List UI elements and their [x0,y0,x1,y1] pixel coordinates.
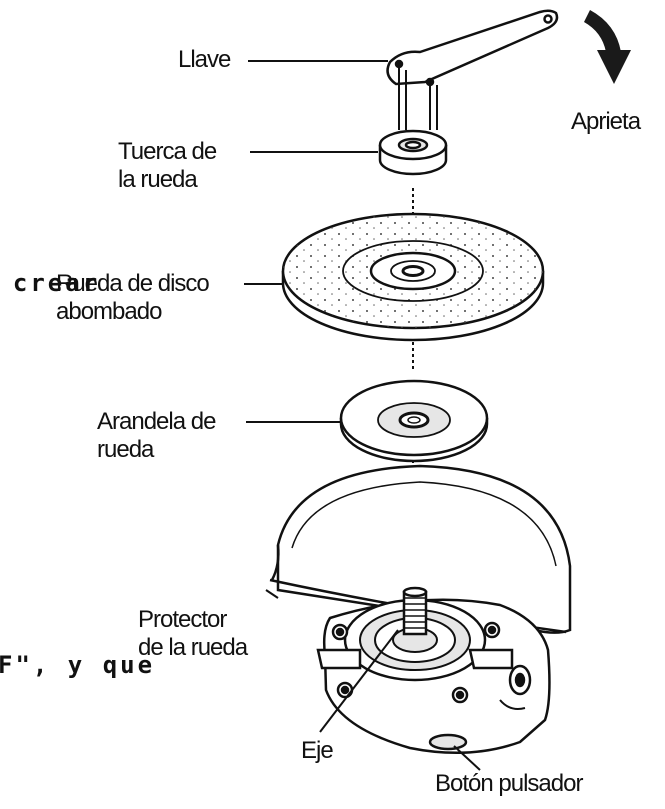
label-aprieta: Aprieta [571,108,641,135]
label-tuerca-line2: la rueda [118,166,198,193]
grinder-head [316,586,551,755]
wheel-nut [378,129,448,176]
label-eje: Eje [301,737,334,764]
rotation-arrow-icon [584,10,631,84]
wheel-washer [339,379,489,463]
depressed-center-wheel [281,212,545,342]
wrench-pins [398,67,438,130]
label-arandela-line1: Arandela de [97,408,216,435]
label-arandela-line2: rueda [97,436,154,463]
leader-lines [244,60,481,771]
label-boton-pulsador: Botón pulsador [435,770,583,797]
bleed-through-text-1: o crear [0,269,101,297]
label-tuerca-line1: Tuerca de [118,138,217,165]
wheel-guard [269,464,572,634]
label-llave: Llave [178,46,231,73]
label-rueda-line2: abombado [56,298,162,325]
label-protector-line2: de la rueda [138,634,248,661]
label-protector-line1: Protector [138,606,227,633]
label-rueda-line1: Rueda de disco [56,270,210,297]
wrench-icon [386,9,559,87]
bleed-through-text-2: F", y que [0,651,156,679]
